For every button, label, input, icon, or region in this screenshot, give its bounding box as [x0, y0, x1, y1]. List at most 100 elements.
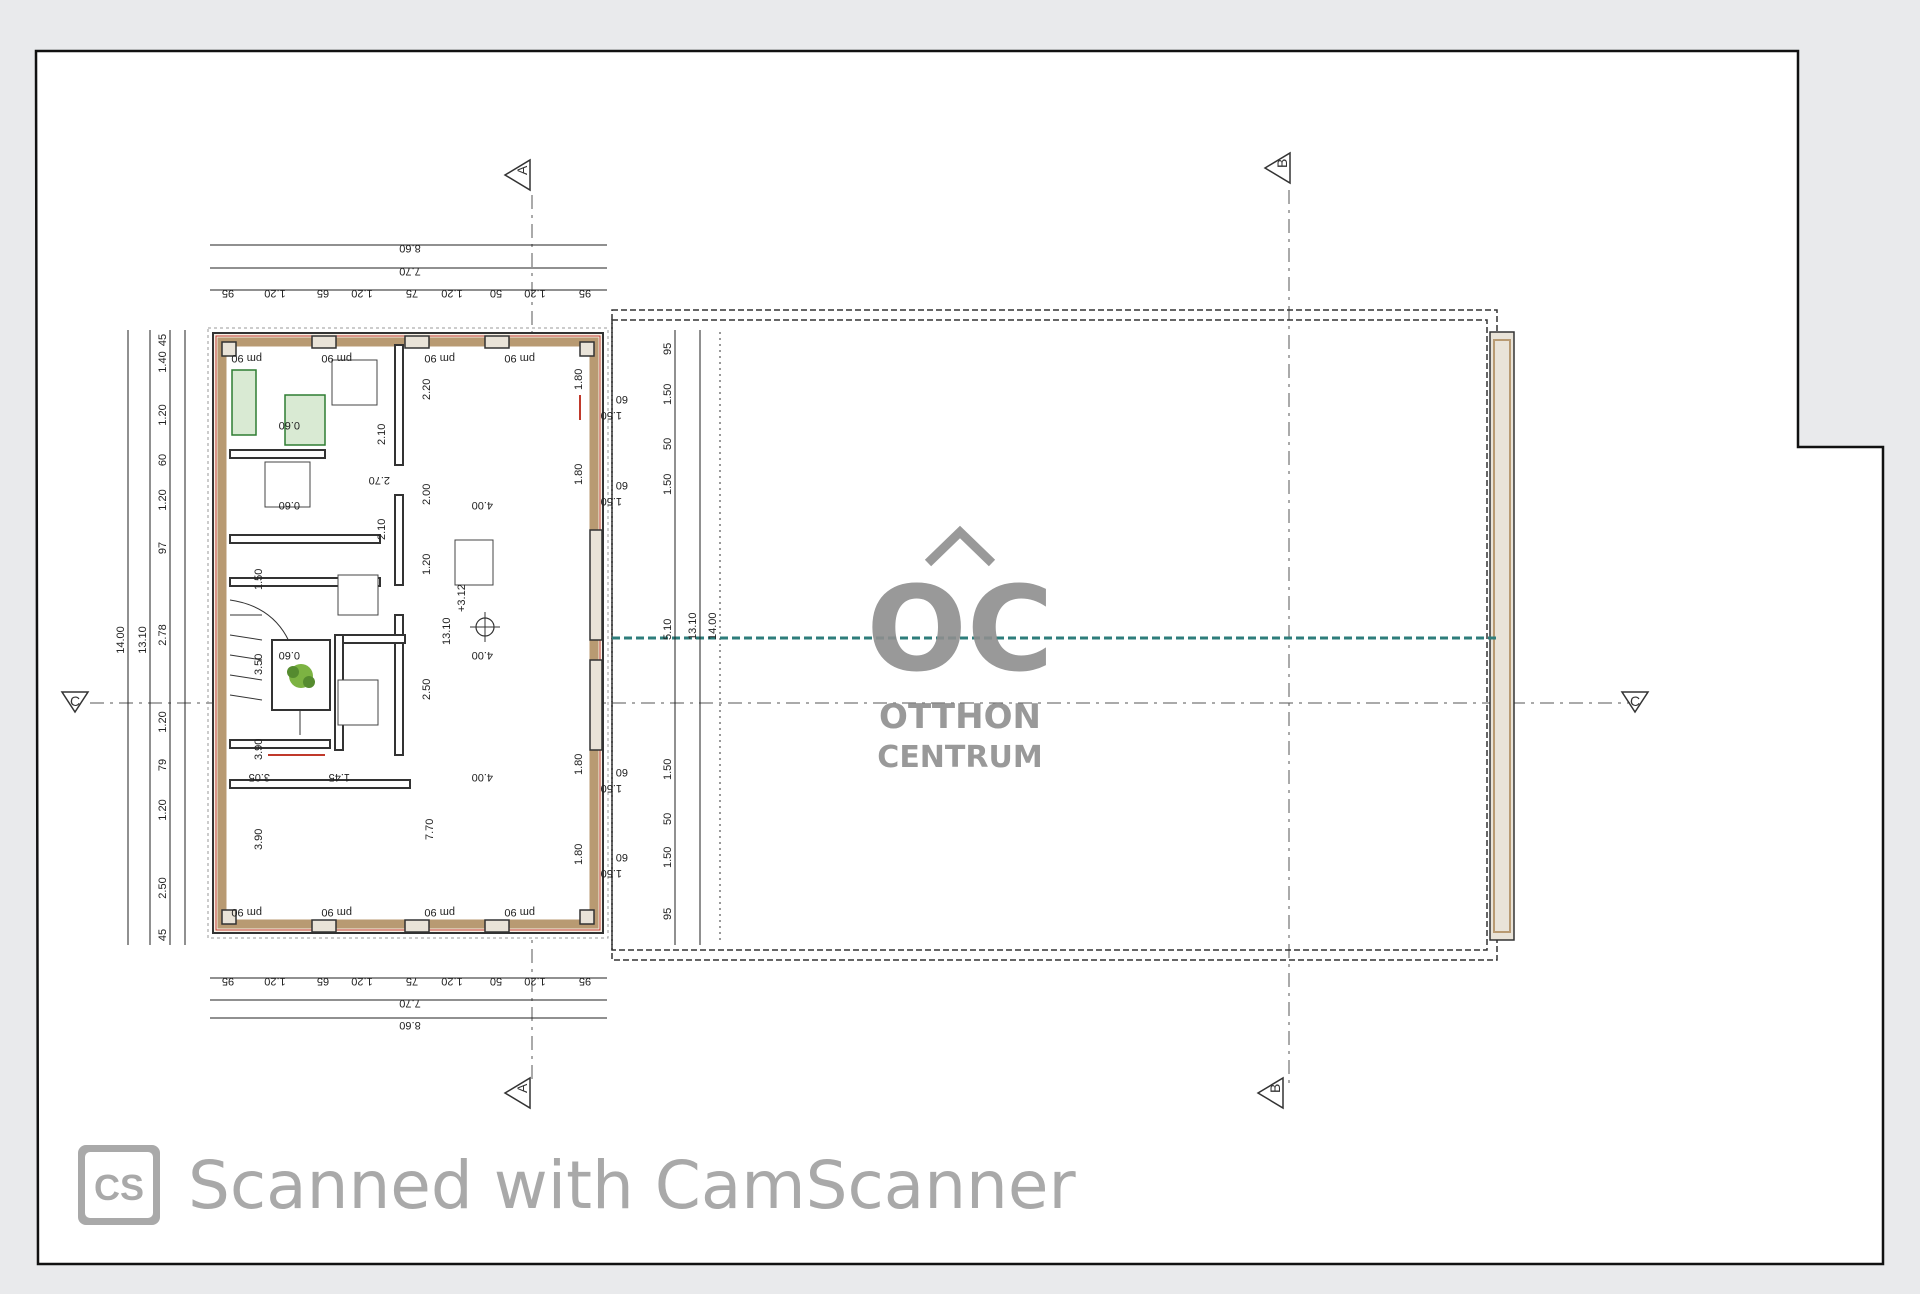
terrace-dimension-chains: [674, 330, 701, 945]
svg-text:50: 50: [662, 438, 674, 450]
svg-text:95: 95: [222, 287, 234, 299]
svg-text:50: 50: [662, 813, 674, 825]
window-labels: pm 90 pm 90 pm 90 pm 90 pm 90 pm 90 pm 9…: [231, 352, 535, 918]
svg-text:97: 97: [157, 542, 169, 554]
dim-width-inner-bottom: 7.70: [399, 997, 420, 1009]
svg-text:1.20: 1.20: [157, 489, 169, 510]
kitchen-fixtures: [231, 369, 326, 446]
svg-text:60: 60: [616, 393, 628, 405]
svg-text:A: A: [514, 165, 530, 175]
svg-text:95: 95: [222, 975, 234, 987]
svg-text:C: C: [70, 693, 80, 709]
svg-text:0.60: 0.60: [279, 419, 300, 431]
svg-text:0.60: 0.60: [279, 499, 300, 511]
svg-text:60: 60: [616, 766, 628, 778]
svg-text:B: B: [1267, 1084, 1283, 1093]
svg-text:1.50: 1.50: [601, 867, 622, 879]
svg-text:pm 90: pm 90: [504, 906, 535, 918]
terrace-door-dims: 60 1.50 60 1.50 60 1.50 60 1.50: [601, 393, 628, 879]
dim-height-inner: 13.10: [137, 626, 149, 654]
svg-text:+3.12: +3.12: [456, 584, 468, 612]
svg-text:1.20: 1.20: [157, 799, 169, 820]
svg-text:pm 90: pm 90: [424, 906, 455, 918]
svg-text:pm 90: pm 90: [231, 906, 262, 918]
svg-text:0.60: 0.60: [279, 649, 300, 661]
svg-text:1.20: 1.20: [157, 404, 169, 425]
svg-text:1.20: 1.20: [441, 287, 462, 299]
svg-text:7.70: 7.70: [424, 819, 436, 840]
section-marker-b-bottom: B: [1256, 1076, 1284, 1110]
svg-text:50: 50: [490, 975, 502, 987]
svg-text:95: 95: [662, 343, 674, 355]
svg-text:1.80: 1.80: [573, 464, 585, 485]
svg-text:1.50: 1.50: [601, 409, 622, 421]
svg-text:65: 65: [317, 287, 329, 299]
dim-width-outer-bottom: 8.60: [399, 1019, 420, 1031]
svg-text:3.50: 3.50: [253, 654, 265, 675]
building-walls: [207, 327, 609, 939]
svg-text:1.20: 1.20: [264, 975, 285, 987]
svg-text:1.50: 1.50: [662, 384, 674, 405]
svg-text:1.20: 1.20: [351, 287, 372, 299]
svg-text:2.00: 2.00: [421, 484, 433, 505]
svg-text:1.20: 1.20: [264, 287, 285, 299]
svg-text:95: 95: [579, 287, 591, 299]
camscanner-badge: CS Scanned with CamScanner: [78, 1145, 1076, 1225]
section-marker-a-top: A: [503, 158, 531, 192]
svg-text:2.10: 2.10: [376, 519, 388, 540]
svg-text:1.50: 1.50: [662, 847, 674, 868]
svg-text:pm 90: pm 90: [504, 352, 535, 364]
svg-text:79: 79: [157, 759, 169, 771]
room-dims: 4.00 4.00 4.00 1.80 1.80 1.80 1.80 1.50 …: [249, 369, 585, 865]
room-tag-table: [264, 359, 494, 726]
svg-text:14.00: 14.00: [707, 612, 719, 640]
svg-text:50: 50: [490, 287, 502, 299]
terrace-extension: [611, 309, 1515, 961]
svg-text:45: 45: [157, 334, 169, 346]
dim-height-outer: 14.00: [115, 626, 127, 654]
svg-text:1.20: 1.20: [157, 711, 169, 732]
svg-text:2.50: 2.50: [157, 877, 169, 898]
svg-text:1.20: 1.20: [351, 975, 372, 987]
top-segment-dims: 95 1.20 65 1.20 75 1.20 50 1.20 95: [222, 287, 591, 299]
level-mark: +3.12: [456, 584, 500, 642]
svg-text:95: 95: [662, 908, 674, 920]
svg-text:3.90: 3.90: [253, 829, 265, 850]
svg-text:1.50: 1.50: [662, 759, 674, 780]
watermark-line1: OTTHON: [879, 697, 1041, 737]
svg-text:60: 60: [616, 479, 628, 491]
svg-text:75: 75: [406, 975, 418, 987]
svg-text:4.00: 4.00: [472, 771, 493, 783]
bottom-segment-dims: 95 1.20 65 1.20 75 1.20 50 1.20 95: [222, 975, 591, 987]
svg-text:2.70: 2.70: [369, 474, 390, 486]
watermark-line2: CENTRUM: [877, 740, 1042, 775]
svg-text:1.20: 1.20: [441, 975, 462, 987]
svg-text:60: 60: [616, 851, 628, 863]
camscanner-logo: CS: [94, 1167, 144, 1208]
svg-text:60: 60: [157, 454, 169, 466]
svg-text:1.20: 1.20: [524, 287, 545, 299]
svg-text:4.00: 4.00: [472, 499, 493, 511]
svg-text:2.78: 2.78: [157, 624, 169, 645]
interior-dims: 2.20 2.10 2.70 2.00 2.10 1.20 13.10 2.50…: [253, 379, 453, 850]
svg-text:pm 90: pm 90: [321, 352, 352, 364]
dim-width-outer-top: 8.60: [399, 242, 420, 254]
svg-text:13.10: 13.10: [687, 612, 699, 640]
svg-text:pm 90: pm 90: [231, 352, 262, 364]
svg-text:1.80: 1.80: [573, 844, 585, 865]
svg-text:1.80: 1.80: [573, 369, 585, 390]
svg-text:75: 75: [406, 287, 418, 299]
terrace-dims: 95 1.50 50 1.50 5.10 13.10 14.00 1.50 50…: [662, 343, 719, 920]
watermark-monogram: OC: [867, 560, 1054, 698]
svg-text:45: 45: [157, 929, 169, 941]
svg-text:65: 65: [317, 975, 329, 987]
section-marker-b-top: B: [1263, 151, 1291, 185]
svg-text:1.20: 1.20: [524, 975, 545, 987]
svg-text:3.90: 3.90: [253, 739, 265, 760]
accent-markers: [268, 395, 581, 756]
section-marker-c-left: C: [60, 691, 90, 714]
svg-text:2.50: 2.50: [421, 679, 433, 700]
svg-text:5.10: 5.10: [662, 619, 674, 640]
svg-text:1.50: 1.50: [662, 474, 674, 495]
